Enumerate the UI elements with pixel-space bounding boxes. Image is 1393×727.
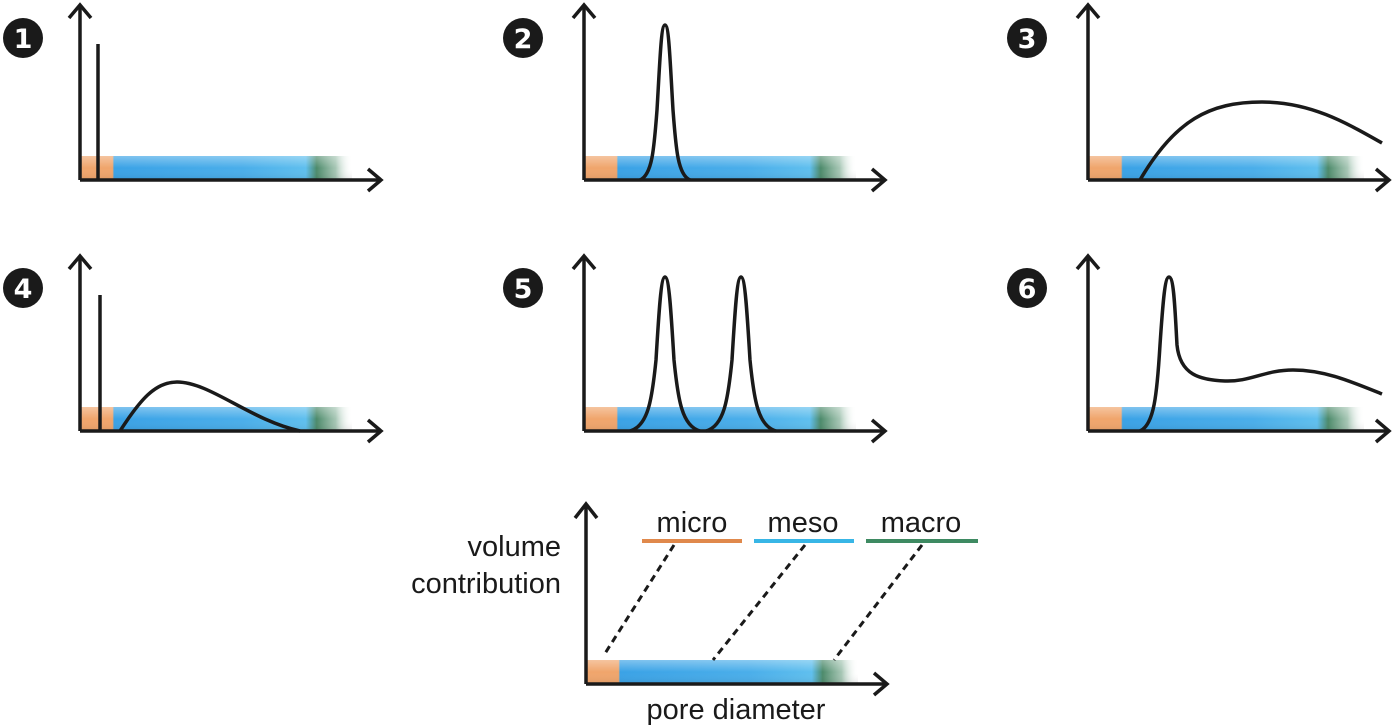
axes-2 [571,2,888,193]
badge-5: 5 [503,268,543,308]
pore-band-2 [584,156,856,180]
panel-1: 1 [3,2,384,193]
legend-macro-leader [832,544,924,661]
badge-2: 2 [503,18,543,58]
badge-3-label: 3 [1018,24,1037,55]
pore-band-key [586,660,858,684]
badge-6: 6 [1007,268,1047,308]
pore-band-6 [1088,407,1364,431]
axes-6 [1075,253,1392,444]
distribution-curve-4 [118,380,301,433]
distribution-curve-6 [1139,275,1383,433]
badge-2-label: 2 [514,24,533,55]
badge-1: 1 [3,18,43,58]
legend-meso: meso [711,507,854,661]
y-axis-label-line1: volume [468,531,562,563]
badge-4-label: 4 [14,274,33,305]
legend-micro: micro [602,507,742,656]
pore-band-4 [80,407,352,431]
badge-3: 3 [1007,18,1047,58]
panel-5: 5 [503,253,888,444]
legend-macro: macro [832,507,978,661]
x-axis-label: pore diameter [647,694,826,726]
distribution-curve-5b [705,275,777,433]
y-axis-label-line2: contribution [411,568,561,600]
badge-1-label: 1 [14,24,33,55]
axes-1 [67,2,384,193]
badge-6-label: 6 [1018,274,1037,305]
panel-2: 2 [503,2,888,193]
pore-band-1 [80,156,352,180]
panel-6: 6 [1007,253,1392,444]
panel-4: 4 [3,253,384,444]
distribution-curve-2 [639,23,691,182]
badge-5-label: 5 [514,274,533,305]
axes-3 [1075,2,1392,193]
distribution-curve-3 [1138,100,1383,181]
pore-band-3 [1088,156,1364,180]
legend-micro-leader [602,544,676,656]
badge-4: 4 [3,268,43,308]
legend-meso-label: meso [768,507,839,539]
legend-micro-label: micro [657,507,728,539]
axes-4 [67,253,384,444]
key-diagram: volume contribution pore diameter micro … [411,501,978,726]
legend-meso-leader [711,544,807,661]
distribution-curve-5a [629,275,701,433]
panel-3: 3 [1007,2,1392,193]
legend-macro-label: macro [881,507,962,539]
axes-key [573,501,890,697]
